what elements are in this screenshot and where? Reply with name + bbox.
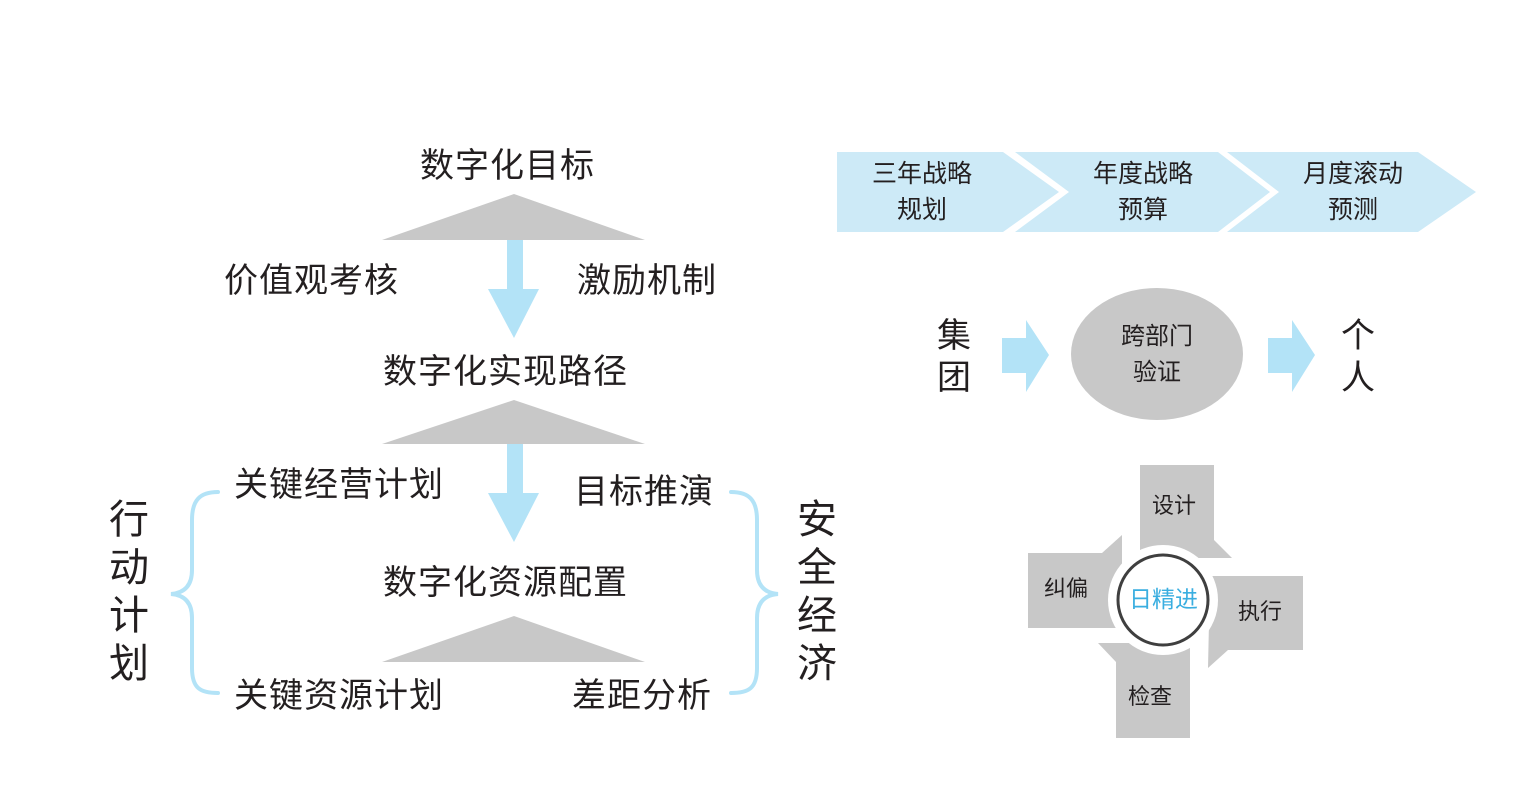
arrow-down-icon (488, 240, 539, 338)
petal-design-label: 设计 (1152, 494, 1197, 519)
chevron-label-2-line2: 预算 (1117, 195, 1168, 224)
chevron-label-2: 年度战略 预算 (1058, 156, 1228, 228)
triangle-icon (382, 400, 645, 444)
petal-correct-label: 纠偏 (1044, 577, 1089, 602)
chevron-shape (1227, 152, 1476, 232)
arrow-down-icon (488, 444, 539, 542)
resource-title: 数字化资源配置 (383, 563, 628, 603)
chevron-label-1: 三年战略 规划 (837, 156, 1007, 228)
path-title: 数字化实现路径 (383, 352, 628, 392)
goal-title: 数字化目标 (420, 146, 595, 186)
daily-progress-label: 日精进 (1129, 587, 1198, 613)
cross-department-line2: 验证 (1133, 358, 1181, 386)
chevron-shape (837, 152, 1059, 232)
chevron-label-2-line1: 年度战略 (1092, 159, 1193, 188)
left-driver-label: 价值观考核 (224, 261, 399, 301)
chevron-label-1-line1: 三年战略 (871, 159, 972, 188)
right-driver-label: 激励机制 (577, 261, 717, 301)
group-label: 集团 (937, 316, 971, 398)
petal-design (1140, 465, 1232, 558)
chevron-label-1-line2: 规划 (896, 195, 947, 224)
petal-check (1098, 643, 1190, 738)
petal-check-label: 检查 (1128, 685, 1173, 710)
center-circle (1116, 553, 1210, 647)
brace-left-icon (170, 490, 220, 695)
petal-execute (1208, 576, 1303, 668)
cross-department-line1: 跨部门 (1121, 322, 1193, 350)
triangle-icon (382, 616, 645, 662)
cross-department-ellipse (1071, 288, 1243, 420)
chevron-label-3: 月度滚动 预测 (1268, 156, 1438, 228)
cross-department-label: 跨部门 验证 (1087, 318, 1227, 390)
right-bottom-plan-label: 差距分析 (572, 676, 712, 716)
petal-execute-label: 执行 (1238, 600, 1283, 625)
chevron-shape (1015, 152, 1270, 232)
left-top-plan-label: 关键经营计划 (234, 465, 444, 505)
chevron-label-3-line1: 月度滚动 (1302, 159, 1403, 188)
chevron-label-3-line2: 预测 (1327, 195, 1378, 224)
arrow-right-icon (1002, 320, 1049, 392)
triangle-icon (382, 194, 645, 240)
left-bottom-plan-label: 关键资源计划 (234, 676, 444, 716)
arrow-right-icon (1268, 320, 1315, 392)
right-top-plan-label: 目标推演 (574, 472, 714, 512)
safety-economy-group-label: 安全经济 (797, 497, 837, 687)
petal-correct (1028, 535, 1122, 628)
brace-right-icon (729, 490, 779, 695)
action-plan-group-label: 行动计划 (109, 497, 149, 687)
individual-label: 个人 (1341, 316, 1375, 398)
